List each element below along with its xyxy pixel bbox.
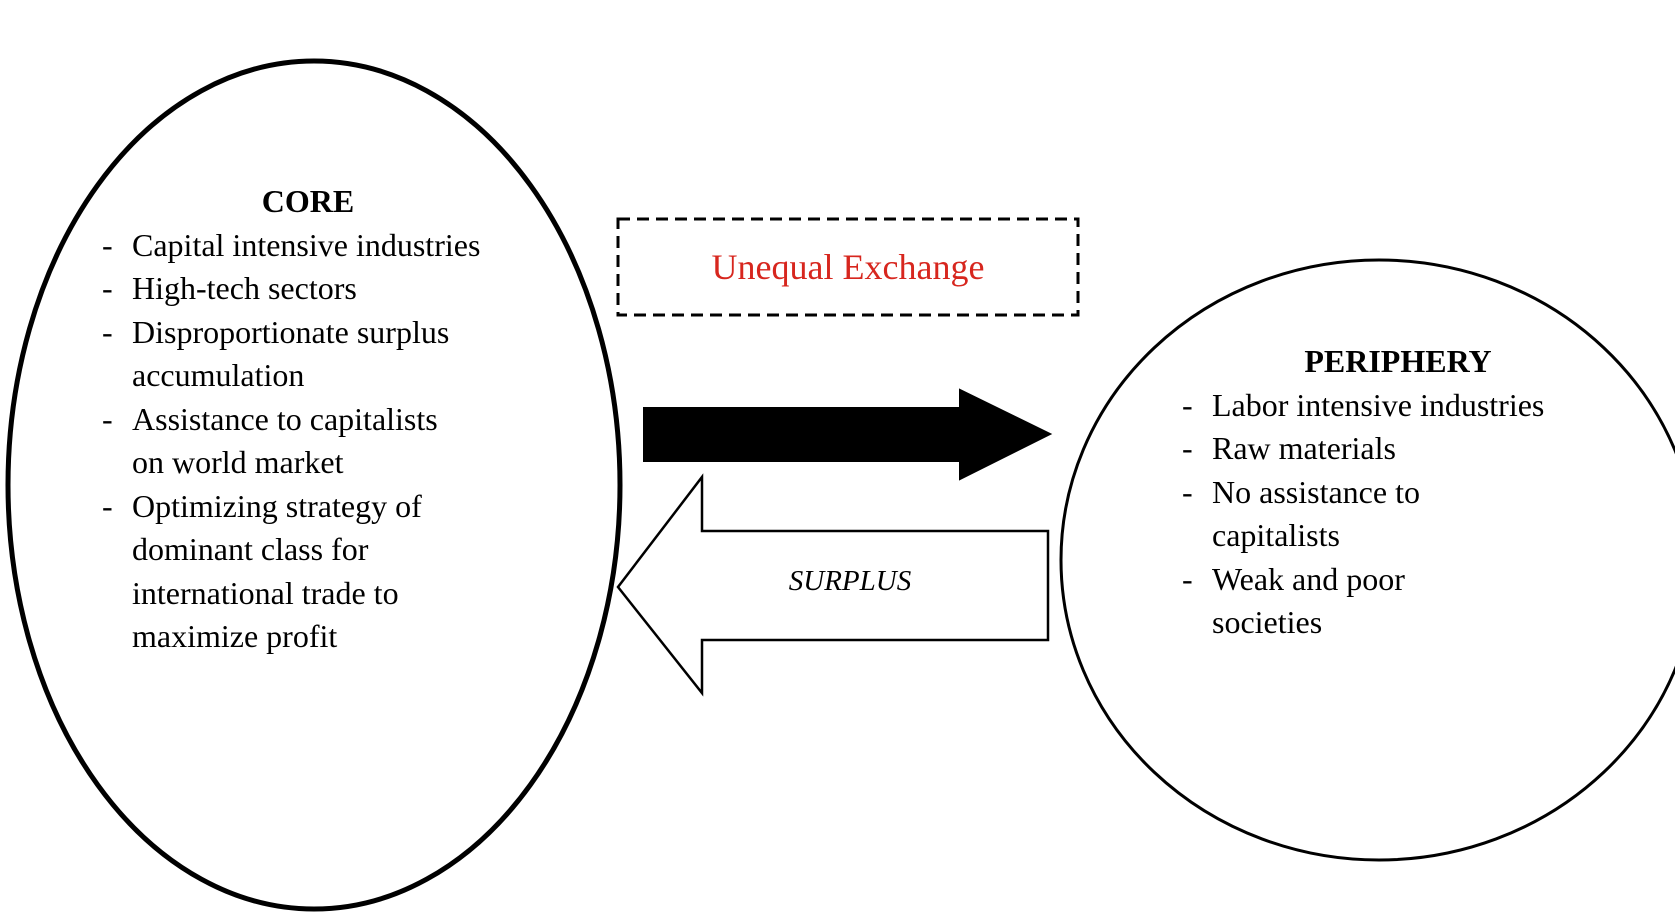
core-list: Capital intensive industries High-tech s… (98, 224, 568, 659)
unequal-exchange-label: Unequal Exchange (711, 247, 985, 287)
core-item: High-tech sectors (98, 267, 568, 311)
periphery-text-block: PERIPHERY Labor intensive industries Raw… (1178, 340, 1638, 645)
core-text-block: CORE Capital intensive industries High-t… (98, 180, 568, 659)
core-item: Capital intensive industries (98, 224, 568, 268)
core-to-periphery-arrow (643, 388, 1053, 481)
core-ellipse (5, 58, 623, 912)
core-item: Assistance to capitalists on world marke… (98, 398, 452, 485)
periphery-list: Labor intensive industries Raw materials… (1178, 384, 1638, 645)
core-title: CORE (261, 183, 355, 219)
surplus-arrow (616, 473, 1050, 697)
periphery-item: Labor intensive industries (1178, 384, 1638, 428)
periphery-title: PERIPHERY (1304, 343, 1492, 379)
unequal-exchange-box (616, 217, 1080, 317)
periphery-item: Raw materials (1178, 427, 1638, 471)
periphery-circle (1059, 258, 1675, 862)
core-item: Optimizing strategy of dominant class fo… (98, 485, 472, 659)
periphery-item: No assistance to capitalists (1178, 471, 1502, 558)
surplus-label: SURPLUS (788, 565, 912, 597)
core-item: Disproportionate surplus accumulation (98, 311, 472, 398)
periphery-item: Weak and poor societies (1178, 558, 1482, 645)
